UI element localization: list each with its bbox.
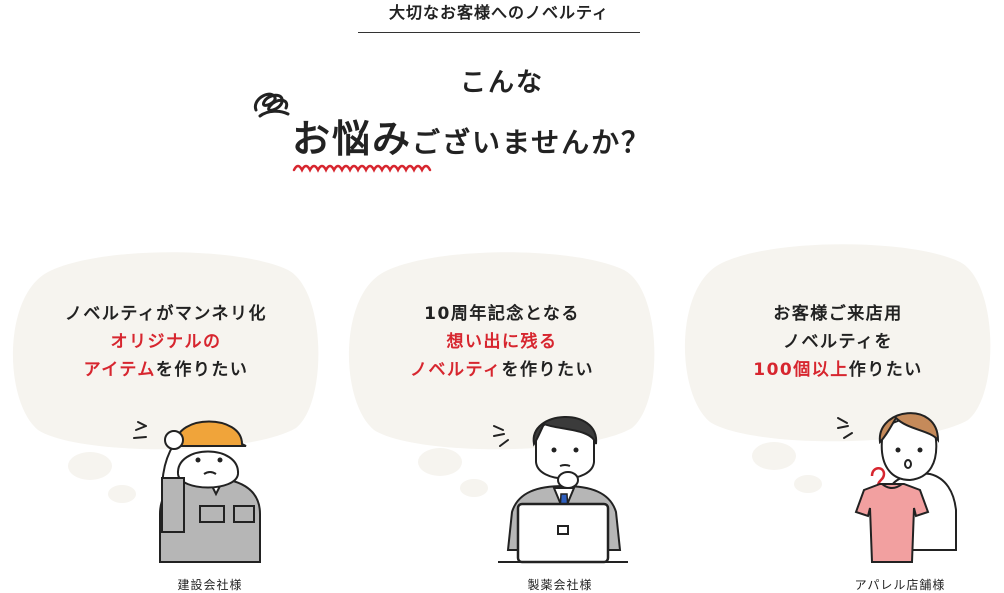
card2-line2: 想い出に残る bbox=[446, 332, 558, 352]
thought-bubble-pharma: 10周年記念となる 想い出に残る ノベルティを作りたい bbox=[344, 252, 660, 452]
card3-line1: お客様ご来店用 bbox=[773, 304, 903, 324]
businessman-illustration bbox=[493, 416, 628, 564]
card2-line1: 10周年記念となる bbox=[424, 304, 580, 324]
card1-line3-emphasis: アイテム bbox=[83, 360, 156, 380]
card2-line3-emphasis: ノベルティ bbox=[410, 360, 502, 380]
thought-bubble-construction: ノベルティがマンネリ化 オリジナルの アイテムを作りたい bbox=[8, 252, 324, 452]
card1-line2: オリジナルの bbox=[110, 332, 222, 352]
wave-underline bbox=[292, 164, 432, 173]
card3-line2: ノベルティを bbox=[783, 332, 893, 352]
headline-line1: こんな bbox=[459, 68, 544, 98]
card1-line1: ノベルティがマンネリ化 bbox=[64, 304, 268, 324]
caption-apparel: アパレル店舗様 bbox=[854, 578, 946, 592]
card3-line3-rest: 作りたい bbox=[848, 360, 923, 380]
construction-worker-illustration bbox=[133, 420, 261, 563]
card2-line3-rest: を作りたい bbox=[501, 360, 594, 380]
card1-line3-rest: を作りたい bbox=[155, 360, 249, 380]
scribble-icon bbox=[253, 92, 290, 118]
headline-rest: ございませんか？ bbox=[412, 126, 652, 159]
caption-construction: 建設会社様 bbox=[177, 578, 243, 592]
thought-bubble-apparel: お客様ご来店用 ノベルティを 100個以上作りたい bbox=[680, 244, 996, 444]
section-tagline: 大切なお客様へのノベルティ bbox=[358, 0, 640, 33]
caption-pharma: 製薬会社様 bbox=[527, 578, 593, 592]
bubble-tail-dots bbox=[418, 448, 488, 497]
shop-staff-illustration bbox=[837, 412, 957, 563]
headline-line2: お悩みございませんか？ bbox=[292, 108, 651, 163]
bubble-tail-dots bbox=[752, 442, 822, 493]
bubble-tail-dots bbox=[68, 452, 136, 503]
headline-emphasis: お悩み bbox=[292, 117, 413, 161]
card3-line3-emphasis: 100個以上 bbox=[753, 360, 849, 380]
